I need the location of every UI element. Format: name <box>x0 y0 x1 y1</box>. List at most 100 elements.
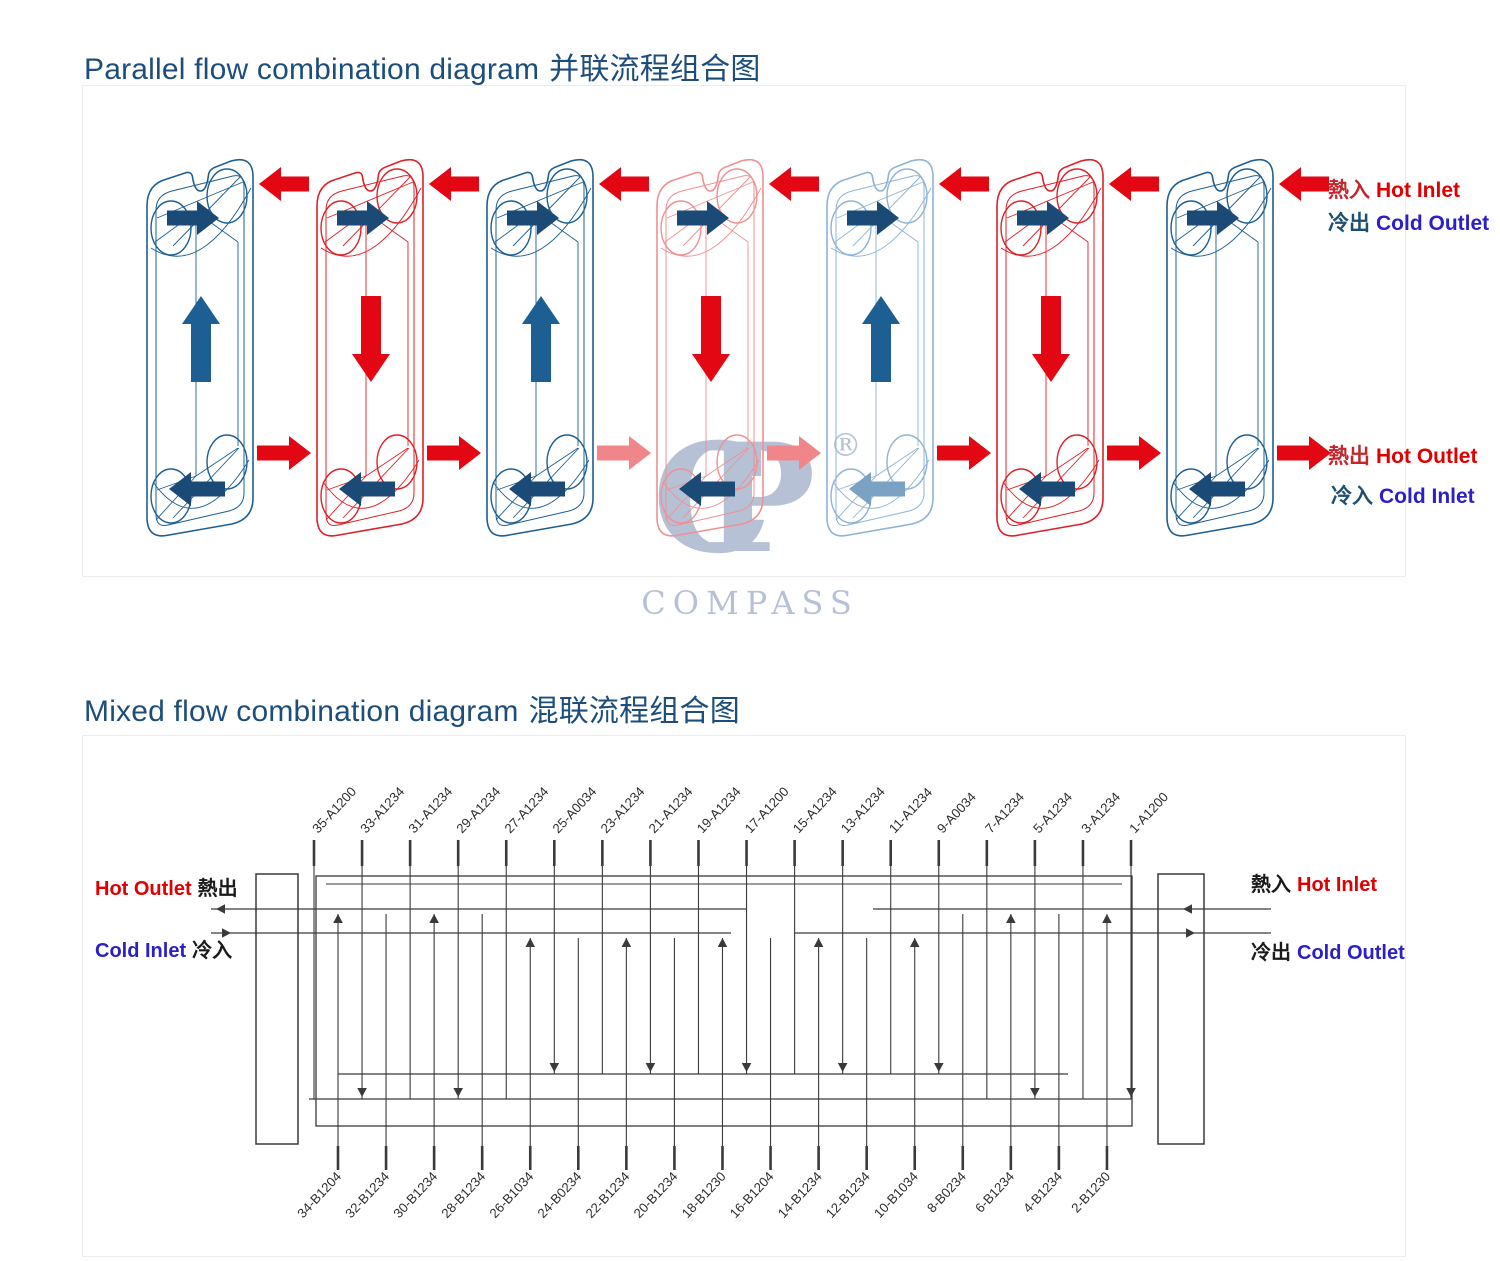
flow-arrowhead-icon <box>621 938 632 947</box>
mixed-cold-inlet-en: Cold Inlet <box>95 940 187 962</box>
flow-arrowhead-icon <box>645 1063 656 1072</box>
plate-port <box>150 200 192 256</box>
flow-arrowhead-icon <box>1102 914 1112 923</box>
plate-port <box>660 200 702 256</box>
plate-label-bottom: 6-B1234 <box>972 1169 1017 1216</box>
mixed-cold-inlet-zh: 冷入 <box>192 940 233 962</box>
hot-channel-down-arrow <box>1032 296 1070 382</box>
plate-label-top: 3-A1234 <box>1078 789 1123 836</box>
plate-label-top: 7-A1234 <box>982 789 1027 836</box>
hot-channel-down-arrow <box>352 296 390 382</box>
hot-inlet-zh: 熱入 <box>1328 179 1370 202</box>
compass-wordmark: COMPASS <box>641 584 859 622</box>
hot-outlet-en: Hot Outlet <box>1376 445 1478 468</box>
mixed-hot-inlet-zh: 熱入 <box>1251 874 1291 896</box>
plate-label-bottom: 26-B1034 <box>486 1169 536 1221</box>
registered-mark-icon: ® <box>829 426 862 464</box>
plate-detail-lines <box>830 175 932 521</box>
hot-flow-arrow <box>767 436 821 470</box>
hot-flow-arrow <box>1109 167 1159 201</box>
plate-label-bottom: 24-B0234 <box>535 1169 585 1221</box>
plate-label-bottom: 8-B0234 <box>924 1169 969 1216</box>
plate-label-top: 27-A1234 <box>501 784 551 836</box>
cold-flow-arrow <box>1189 472 1245 506</box>
parallel-title-zh: 并联流程组合图 <box>549 53 761 87</box>
plate-port <box>1000 200 1042 256</box>
plate-label-top: 13-A1234 <box>838 784 888 836</box>
plate-label-top: 31-A1234 <box>405 784 455 836</box>
cold-flow-arrow <box>1019 472 1075 506</box>
mixed-title-en: Mixed flow combination diagram <box>84 695 519 729</box>
plate-port <box>716 434 758 490</box>
hot-flow-arrow <box>599 167 649 201</box>
flow-arrowhead-icon <box>549 1063 560 1072</box>
plate-label-bottom: 2-B1230 <box>1068 1169 1113 1216</box>
plate-inner-outline <box>1175 175 1265 526</box>
plate-outline <box>656 158 764 537</box>
hot-flow-arrow <box>427 436 481 470</box>
plate-label-top: 11-A1234 <box>886 785 935 836</box>
hot-flow-arrow <box>939 167 989 201</box>
plate-label-bottom: 34-B1204 <box>294 1169 344 1221</box>
plate-port <box>376 434 418 490</box>
mixed-hot-outlet-zh: 熱出 <box>197 878 238 900</box>
plate-label-bottom: 4-B1234 <box>1020 1169 1065 1216</box>
plate-outline <box>486 158 594 537</box>
heat-exchanger-plate <box>316 158 424 537</box>
flow-arrowhead-icon <box>525 938 536 947</box>
plate-inner-outline <box>835 175 925 526</box>
plate-port <box>886 434 928 490</box>
flow-arrowhead-icon <box>1183 904 1192 914</box>
plate-label-top: 1-A1200 <box>1126 789 1171 836</box>
plate-label-bottom: 20-B1234 <box>631 1169 681 1221</box>
mixed-hot-inlet-en: Hot Inlet <box>1297 874 1377 896</box>
heat-exchanger-plate <box>486 158 594 537</box>
plate-label-top: 33-A1234 <box>357 784 407 836</box>
plate-label-bottom: 32-B1234 <box>342 1169 392 1221</box>
plate-label-top: 9-A0034 <box>934 789 979 836</box>
plate-label-top: 15-A1234 <box>790 784 840 836</box>
plate-label-bottom: 10-B1034 <box>871 1169 921 1221</box>
left-end-plate <box>255 873 299 1145</box>
legend-hot-outlet: 熱出 Hot Outlet <box>1328 440 1483 470</box>
plate-label-top: 35-A1200 <box>309 784 359 836</box>
plate-label-bottom: 18-B1230 <box>679 1169 729 1221</box>
plate-inner-outline <box>325 175 415 526</box>
hot-flow-arrow <box>1279 167 1329 201</box>
plate-inner-outline <box>155 175 245 526</box>
plate-port <box>1170 200 1212 256</box>
hot-outlet-zh: 熱出 <box>1328 445 1370 468</box>
plate-outline <box>316 158 424 537</box>
plate-label-bottom: 12-B1234 <box>823 1169 873 1221</box>
hot-flow-arrow <box>257 436 311 470</box>
heat-exchanger-plate <box>826 158 934 537</box>
plate-port <box>320 200 362 256</box>
flow-arrowhead-icon <box>741 1063 752 1072</box>
plate-inner-outline <box>665 175 755 526</box>
hot-flow-arrow <box>937 436 991 470</box>
flow-arrowhead-icon <box>837 1063 848 1072</box>
hot-flow-arrow <box>1107 436 1161 470</box>
plate-port <box>490 200 532 256</box>
cold-channel-up-arrow <box>862 296 900 382</box>
cold-flow-arrow <box>509 472 565 506</box>
flow-arrowhead-icon <box>909 938 920 947</box>
plate-label-top: 29-A1234 <box>453 784 503 836</box>
cold-flow-arrow <box>169 472 225 506</box>
cold-inlet-en: Cold Inlet <box>1379 485 1475 508</box>
flow-arrowhead-icon <box>717 938 728 947</box>
right-end-plate <box>1157 873 1205 1145</box>
plate-port <box>206 434 248 490</box>
plate-label-top: 21-A1234 <box>646 784 696 836</box>
mixed-title-zh: 混联流程组合图 <box>528 695 740 729</box>
plate-port <box>830 200 872 256</box>
cold-flow-arrow <box>167 201 219 235</box>
plate-port <box>546 434 588 490</box>
cold-flow-arrow <box>679 472 735 506</box>
